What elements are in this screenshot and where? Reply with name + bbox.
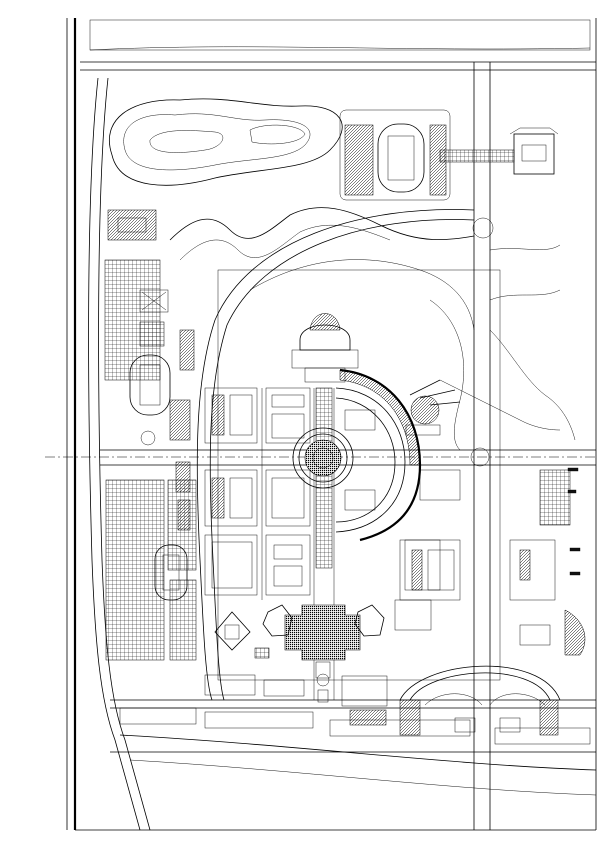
- administration-complex: [262, 604, 385, 703]
- southern-arc-plaza: [399, 665, 561, 736]
- central-library: [291, 313, 359, 383]
- site-boundary: [217, 269, 501, 681]
- lake-parkland: [108, 98, 576, 451]
- east-campus-cluster: [399, 467, 586, 656]
- main-stadium: [339, 109, 559, 201]
- southwest-buildings: [204, 539, 441, 726]
- central-spine: [304, 368, 422, 569]
- left-dormitory-blocks: [104, 209, 197, 661]
- road-network: [80, 19, 596, 831]
- academic-grid-blocks: [175, 387, 311, 596]
- southern-strips: [119, 707, 597, 796]
- drawing-frame: [66, 18, 597, 831]
- east-wing-building: [405, 379, 461, 436]
